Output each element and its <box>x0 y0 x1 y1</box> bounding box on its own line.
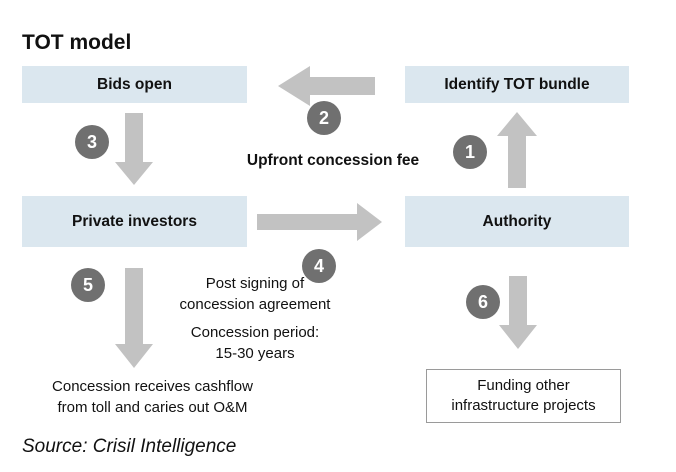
cashflow-line2: from toll and caries out O&M <box>57 399 248 416</box>
arrow-up-authority <box>497 112 537 188</box>
step-number: 1 <box>464 141 475 162</box>
step-badge-3: 3 <box>75 125 109 159</box>
step-badge-2: 2 <box>307 101 341 135</box>
step-badge-4: 4 <box>302 249 336 283</box>
bids-open-box: Bids open <box>22 66 247 103</box>
cashflow-line1: Concession receives cashflow <box>52 378 253 395</box>
cashflow-label: Concession receives cashflow from toll a… <box>30 376 275 418</box>
arrow-down-funding <box>499 276 537 349</box>
authority-label: Authority <box>482 212 552 230</box>
post-signing-line2: concession agreement <box>179 296 331 313</box>
concession-period-label: Concession period: 15-30 years <box>160 322 350 364</box>
identify-tot-bundle-label: Identify TOT bundle <box>444 75 590 93</box>
step-badge-1: 1 <box>453 135 487 169</box>
identify-tot-bundle-box: Identify TOT bundle <box>405 66 629 103</box>
post-signing-line1: Post signing of <box>205 275 305 292</box>
step-badge-5: 5 <box>71 268 105 302</box>
step-number: 6 <box>477 291 488 312</box>
concession-period-line1: Concession period: <box>190 324 320 341</box>
concession-period-line2: 15-30 years <box>215 345 295 362</box>
step-number: 4 <box>313 255 324 276</box>
arrow-left-top <box>278 66 375 106</box>
upfront-fee-label: Upfront concession fee <box>246 152 420 169</box>
funding-box: Funding other infrastructure projects <box>426 369 621 423</box>
arrow-right-middle <box>257 203 382 241</box>
step-number: 3 <box>86 131 97 152</box>
arrow-down-bids <box>115 113 153 185</box>
post-signing-label: Post signing of concession agreement <box>160 273 350 315</box>
private-investors-label: Private investors <box>72 212 197 230</box>
authority-box: Authority <box>405 196 629 247</box>
diagram-title: TOT model <box>22 31 132 54</box>
source-note: Source: Crisil Intelligence <box>22 436 237 457</box>
bids-open-label: Bids open <box>97 75 172 93</box>
step-number: 2 <box>318 107 329 128</box>
arrow-down-cashflow <box>115 268 153 368</box>
private-investors-box: Private investors <box>22 196 247 247</box>
step-badge-6: 6 <box>466 285 500 319</box>
funding-label-line2: infrastructure projects <box>451 397 596 414</box>
step-number: 5 <box>82 274 93 295</box>
funding-label-line1: Funding other <box>477 377 570 394</box>
